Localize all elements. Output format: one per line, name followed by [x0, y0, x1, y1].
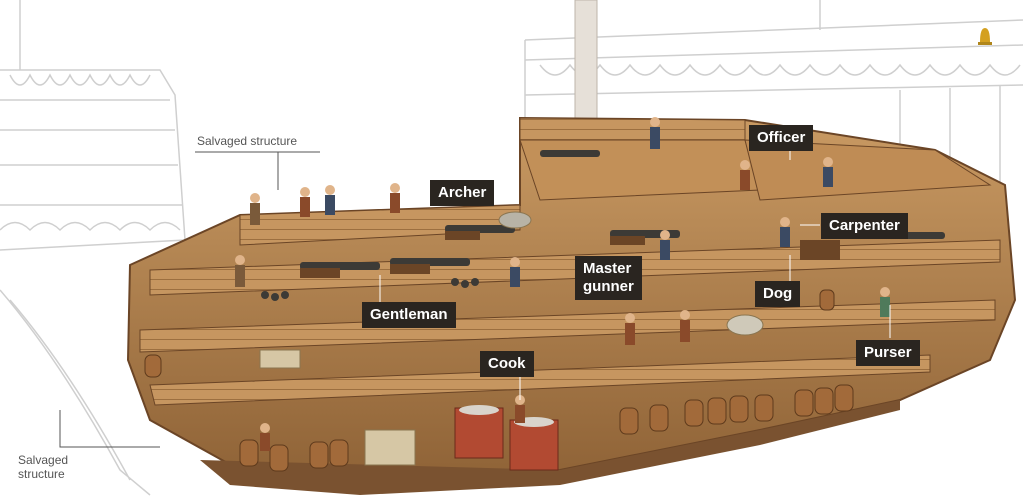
label-gentleman: Gentleman [362, 302, 456, 328]
ghost-stern-castle [0, 0, 186, 496]
label-dog: Dog [755, 281, 801, 307]
keel [200, 400, 900, 495]
label-purser: Purser [856, 340, 920, 366]
label-master-gunner-line1: Master [583, 260, 632, 277]
crew-figures [235, 117, 890, 451]
galley-ovens [454, 405, 559, 471]
hold-deck [149, 354, 931, 406]
label-officer: Officer [749, 125, 814, 151]
castle-deck [519, 117, 746, 141]
salvaged-structure-top-note: Salvaged structure [197, 134, 298, 148]
salvaged-structure-bottom-note: Salvaged structure [18, 453, 68, 481]
bell-icon [978, 28, 992, 45]
orlop-deck [139, 299, 996, 353]
label-archer: Archer [430, 180, 495, 206]
barrels [144, 289, 854, 472]
label-master-gunner-line2: gunner [583, 278, 634, 295]
salvaged-bottom-line2: structure [18, 467, 65, 481]
label-cook: Cook [480, 351, 534, 377]
salvaged-bottom-line1: Salvaged [18, 453, 69, 467]
label-master-gunner: Master gunner [575, 256, 642, 300]
label-carpenter: Carpenter [821, 213, 908, 239]
